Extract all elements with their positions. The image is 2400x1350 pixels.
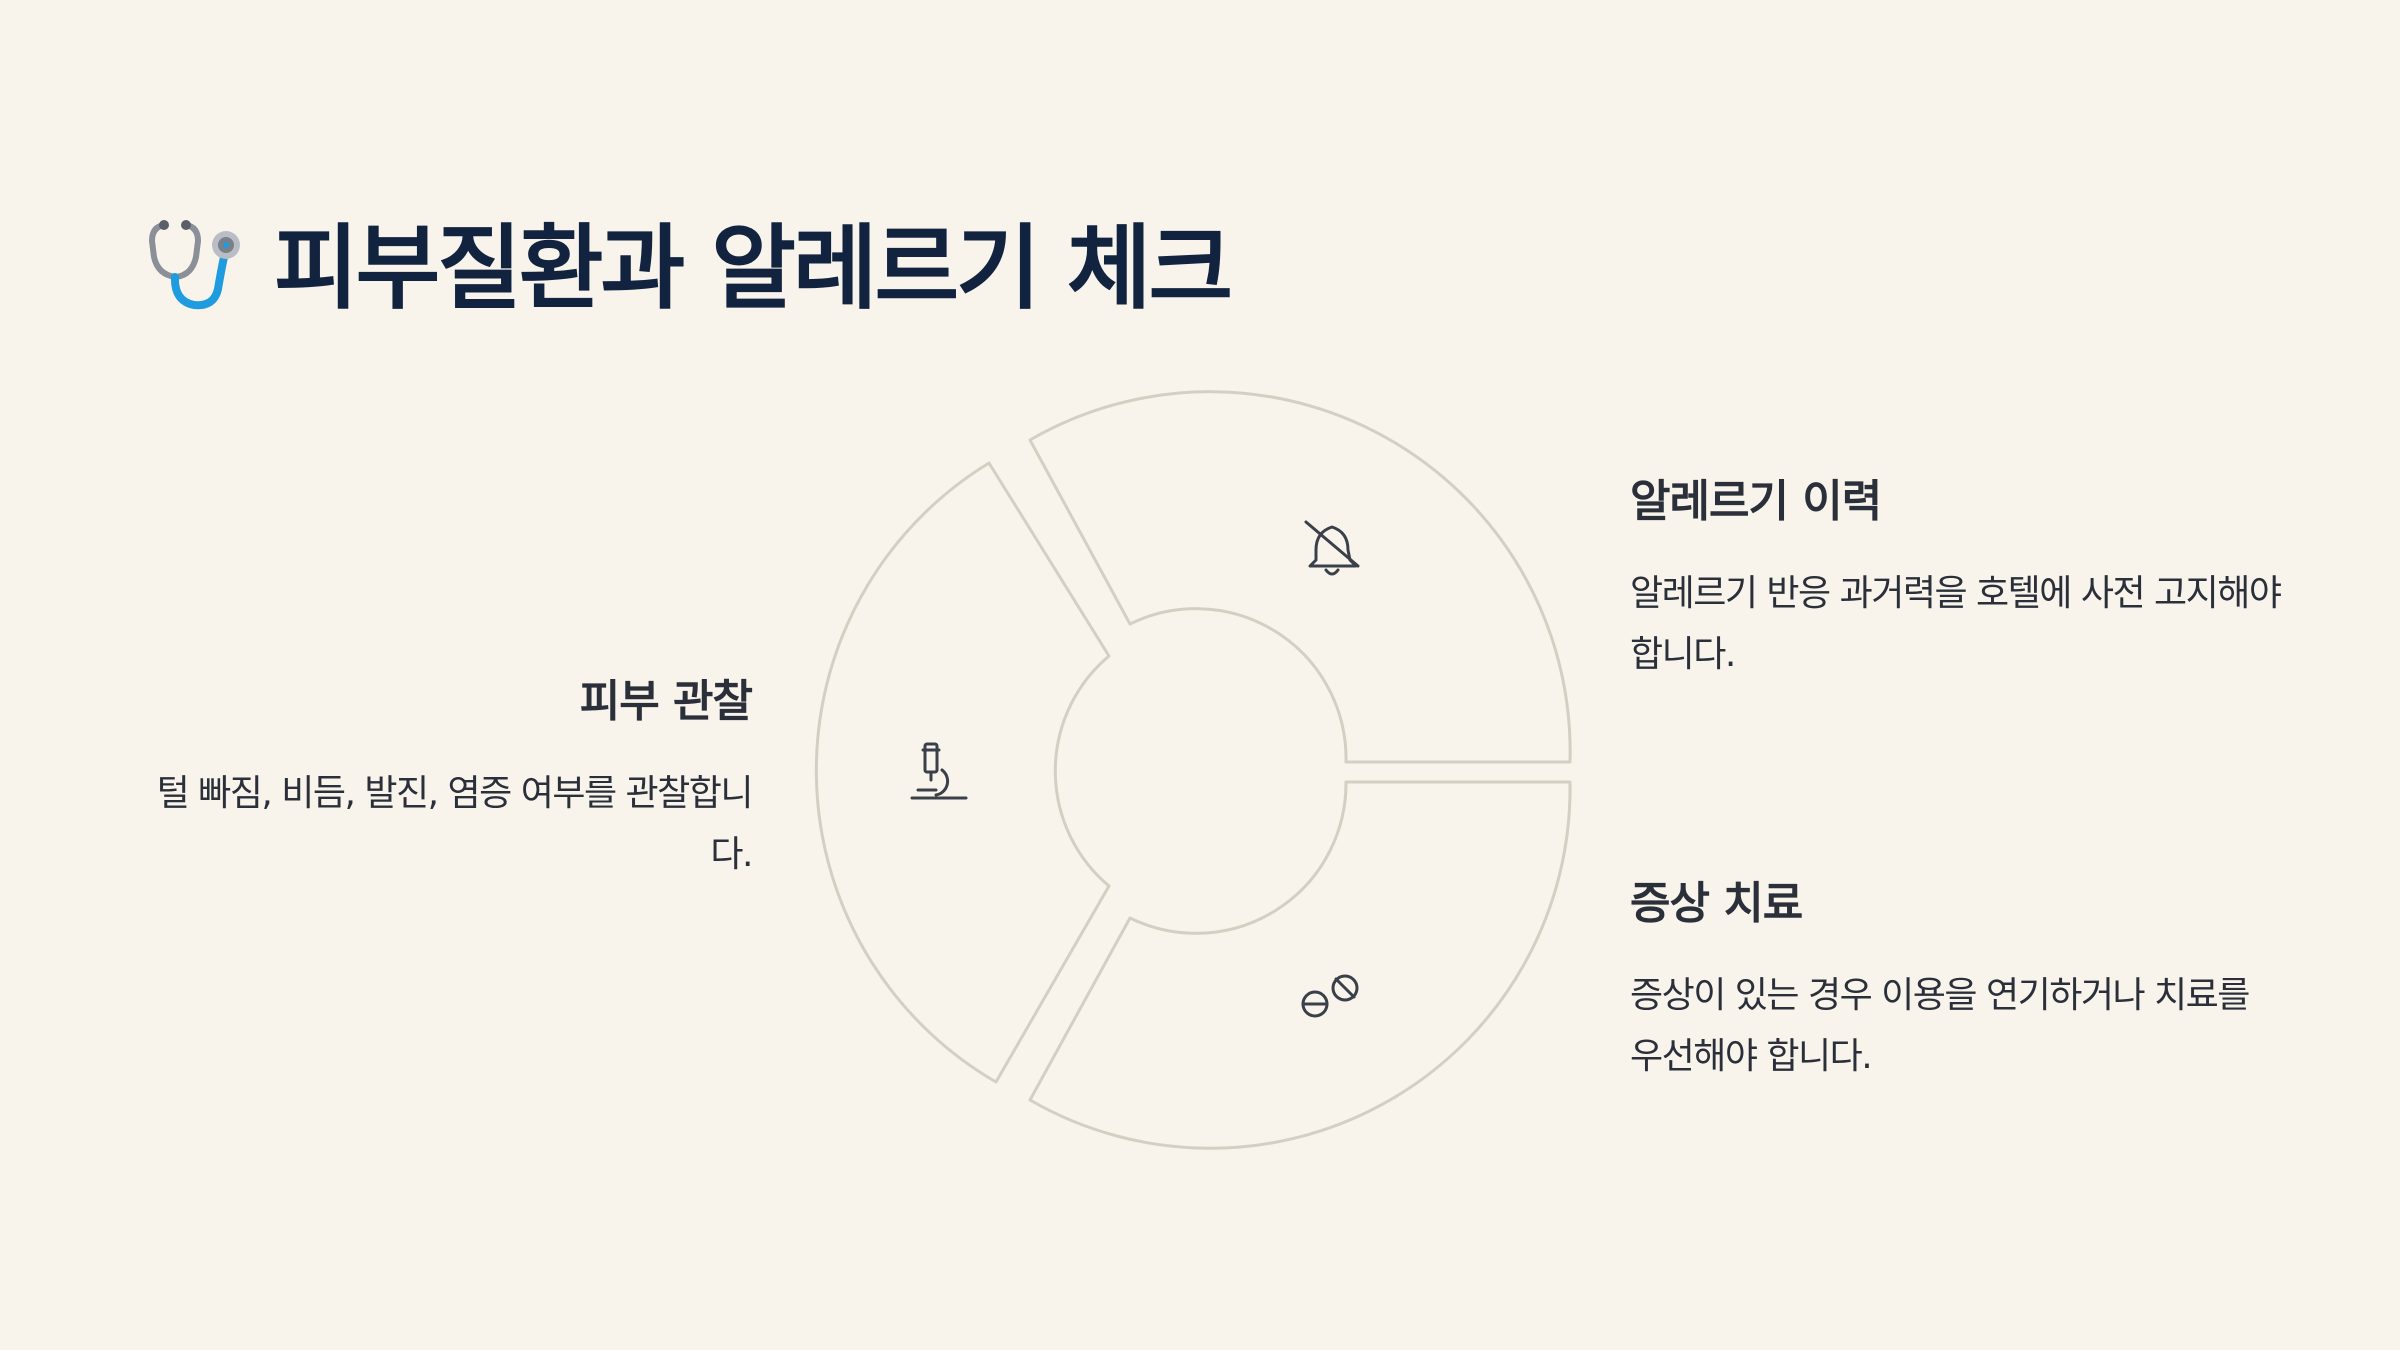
heading-symptom-treatment: 증상 치료 bbox=[1630, 878, 1803, 929]
heading-skin-observation: 피부 관찰 bbox=[579, 676, 753, 727]
text-block-allergy-history: 알레르기 이력 알레르기 반응 과거력을 호텔에 사전 고지해야 합니다. bbox=[1630, 465, 2290, 685]
page-title: 피부질환과 알레르기 체크 bbox=[274, 214, 1233, 322]
pills-icon bbox=[1301, 974, 1359, 1018]
heading-allergy-history: 알레르기 이력 bbox=[1630, 476, 1882, 527]
description-symptom-treatment: 증상이 있는 경우 이용을 연기하거나 치료를 우선해야 합니다. bbox=[1630, 975, 2250, 1077]
segment-allergy-history bbox=[1028, 390, 1572, 764]
bell-off-icon bbox=[1304, 520, 1360, 576]
segment-symptom-treatment bbox=[1028, 780, 1572, 1150]
title-row: 피부질환과 알레르기 체크 bbox=[134, 200, 1233, 322]
description-allergy-history: 알레르기 반응 과거력을 호텔에 사전 고지해야 합니다. bbox=[1630, 573, 2282, 675]
text-block-skin-observation: 피부 관찰 털 빠짐, 비듬, 발진, 염증 여부를 관찰합니다. bbox=[130, 665, 754, 885]
stethoscope-icon bbox=[148, 220, 240, 310]
microscope-icon bbox=[910, 742, 968, 800]
segment-skin-observation bbox=[814, 461, 1111, 1084]
text-block-symptom-treatment: 증상 치료 증상이 있는 경우 이용을 연기하거나 치료를 우선해야 합니다. bbox=[1630, 867, 2290, 1087]
description-skin-observation: 털 빠짐, 비듬, 발진, 염증 여부를 관찰합니다. bbox=[156, 773, 754, 875]
